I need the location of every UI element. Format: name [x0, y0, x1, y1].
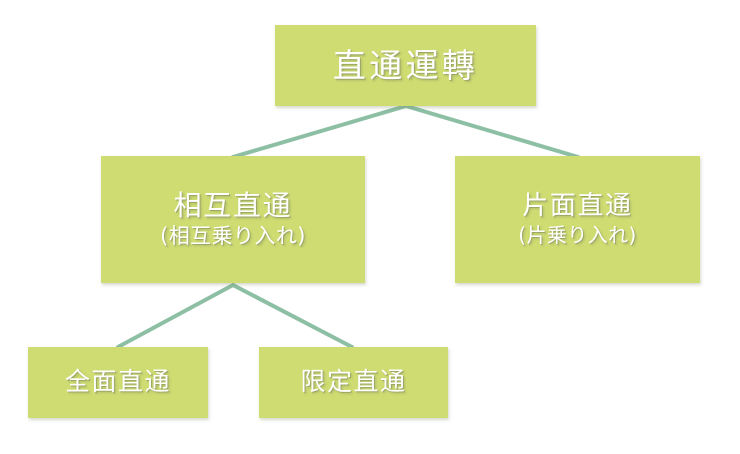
connector-root-to-mutual	[231, 104, 408, 159]
node-root-title: 直通運轉	[332, 45, 479, 85]
node-mutual-title: 相互直通	[173, 188, 293, 222]
node-mutual-subtitle: (相互乗り入れ)	[160, 224, 306, 248]
connector-root-to-oneside	[404, 104, 580, 159]
node-oneside-subtitle: (片乗り入れ)	[518, 223, 637, 248]
node-mutual-through-operation[interactable]: 相互直通 (相互乗り入れ)	[101, 156, 365, 283]
node-root-through-operation[interactable]: 直通運轉	[275, 25, 536, 106]
connector-mutual-to-full	[116, 283, 235, 349]
node-full-through-operation[interactable]: 全面直通	[28, 347, 208, 418]
node-one-sided-through-operation[interactable]: 片面直通 (片乗り入れ)	[455, 156, 700, 283]
node-limited-title: 限定直通	[300, 367, 407, 397]
node-oneside-title: 片面直通	[522, 190, 633, 221]
node-limited-through-operation[interactable]: 限定直通	[259, 347, 448, 418]
connector-mutual-to-limited	[231, 283, 354, 349]
node-full-title: 全面直通	[64, 367, 171, 397]
